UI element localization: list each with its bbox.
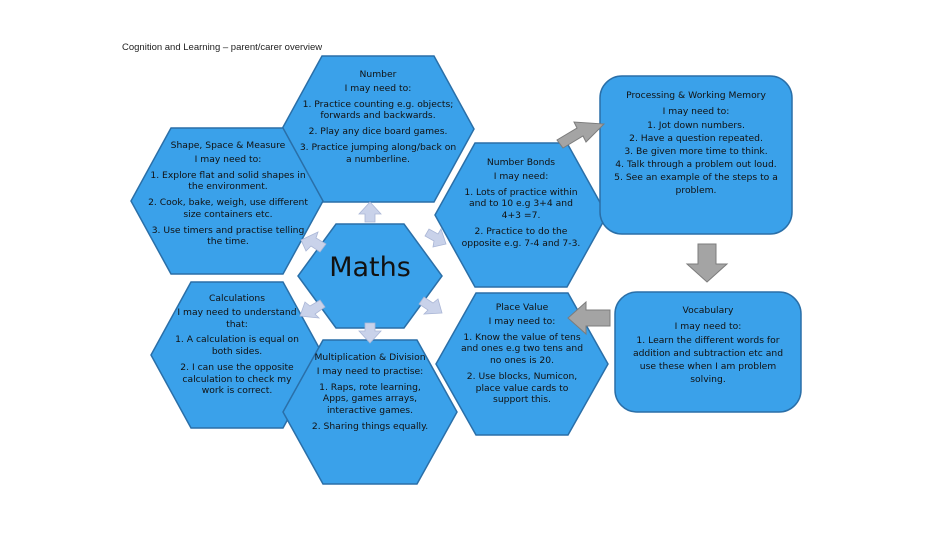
hex-item: 1. A calculation is equal on both sides.: [175, 334, 299, 358]
hex-subtitle: I may need to:: [488, 315, 556, 327]
hex-item: 1. Explore flat and solid shapes in the …: [150, 169, 306, 193]
hex-calculations-text: Calculations I may need to understand th…: [170, 293, 304, 401]
hex-subtitle: I may need:: [493, 170, 549, 182]
box-item: 2. Have a question repeated.: [629, 133, 763, 145]
box-vocabulary-text: Vocabulary I may need to: 1. Learn the d…: [628, 304, 788, 386]
hex-item: 1. Raps, rote learning, Apps, games arra…: [319, 381, 421, 417]
hex-title: Place Value: [495, 302, 549, 313]
hex-maths-center: [297, 223, 443, 329]
box-processing-working-memory: [599, 75, 793, 235]
hex-item: 2. Play any dice board games.: [308, 126, 448, 138]
box-subtitle: I may need to:: [662, 106, 730, 118]
box-item: 4. Talk through a problem out loud.: [615, 159, 777, 171]
hex-multiplication-division: [282, 339, 458, 485]
hex-item: 2. Cook, bake, weigh, use different size…: [148, 197, 308, 220]
arrow-upper-right: [424, 228, 447, 248]
hex-subtitle: I may need to:: [344, 82, 412, 94]
box-vocabulary: [614, 291, 802, 413]
hex-subtitle: I may need to practise:: [316, 365, 424, 377]
hex-item: 3. Use timers and practise telling the t…: [151, 224, 305, 248]
box-item: 1. Learn the different words for additio…: [632, 335, 784, 386]
hex-calculations: [150, 281, 324, 429]
hex-item: 3. Practice jumping along/back on a numb…: [299, 141, 457, 165]
hex-subtitle: I may need to understand that:: [177, 306, 297, 330]
box-title: Vocabulary: [682, 305, 734, 316]
hex-item: 2. Sharing things equally.: [311, 420, 429, 432]
box-processing-text: Processing & Working Memory I may need t…: [610, 89, 782, 198]
arrow-lower-right: [418, 296, 443, 315]
arrow-lower-left: [299, 299, 326, 319]
box-item: 3. Be given more time to think.: [624, 146, 768, 158]
hex-shape-text: Shape, Space & Measure I may need to: 1.…: [148, 140, 308, 252]
hex-item: 2. Use blocks, Numicon, place value card…: [466, 370, 578, 406]
arrow-upper-left: [300, 231, 327, 253]
box-item: 5. See an example of the steps to a prob…: [614, 172, 778, 197]
hex-number-bonds-text: Number Bonds I may need: 1. Lots of prac…: [459, 157, 583, 253]
hex-title: Multiplication & Division: [314, 352, 426, 363]
arrow-up: [358, 201, 382, 223]
hex-item: 1. Lots of practice within and to 10 e.g…: [464, 186, 578, 222]
hex-subtitle: I may need to:: [194, 153, 262, 165]
page-title: Cognition and Learning – parent/carer ov…: [122, 42, 323, 53]
arrow-to-vocabulary: [685, 243, 729, 283]
box-title: Processing & Working Memory: [626, 90, 766, 101]
box-subtitle: I may need to:: [674, 321, 742, 333]
hex-title: Calculations: [208, 293, 266, 304]
arrow-down: [358, 322, 382, 344]
hex-place-value: [435, 292, 609, 436]
hex-multiplication-text: Multiplication & Division I may need to …: [306, 352, 434, 437]
maths-center-label: Maths: [329, 252, 411, 283]
hex-place-value-text: Place Value I may need to: 1. Know the v…: [460, 302, 584, 410]
hex-title: Shape, Space & Measure: [170, 140, 286, 151]
box-item: 1. Jot down numbers.: [647, 120, 745, 132]
hex-title: Number Bonds: [486, 157, 556, 168]
arrow-to-processing: [556, 121, 606, 149]
hex-item: 1. Know the value of tens and ones e.g t…: [460, 331, 584, 367]
hex-number-text: Number I may need to: 1. Practice counti…: [296, 69, 460, 169]
hex-title: Number: [359, 69, 397, 80]
arrow-to-place-value: [567, 300, 611, 336]
hex-shape-space-measure: [130, 127, 324, 275]
hex-item: 2. I can use the opposite calculation to…: [180, 361, 294, 397]
hex-item: 2. Practice to do the opposite e.g. 7-4 …: [461, 225, 581, 249]
hex-item: 1. Practice counting e.g. objects; forwa…: [302, 98, 454, 122]
